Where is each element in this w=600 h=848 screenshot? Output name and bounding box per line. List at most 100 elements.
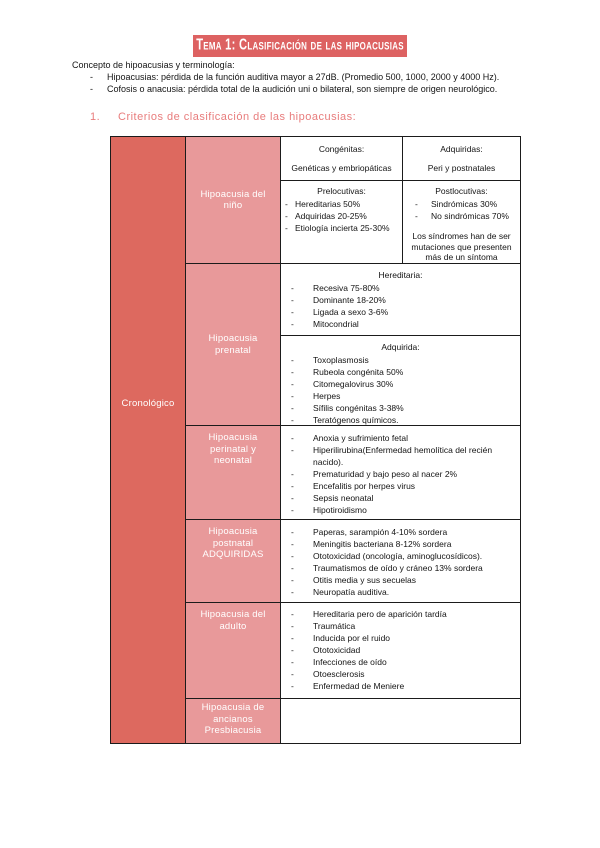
- list-item-text: Mitocondrial: [313, 319, 359, 329]
- bullet-dash: -: [291, 669, 294, 679]
- list-item-text: Otoesclerosis: [313, 669, 365, 679]
- list-item: -No sindrómicas 70%: [403, 210, 520, 222]
- header-cell-congenitas: Congénitas: Genéticas y embriopáticas: [281, 137, 403, 181]
- list-item-text: Anoxia y sufrimiento fetal: [313, 433, 408, 443]
- classification-table: Cronológico Hipoacusia del niño Hipoacus…: [110, 136, 521, 744]
- prelocutivas-title: Prelocutivas:: [317, 186, 366, 196]
- list-item: -Adquiridas 20-25%: [281, 210, 402, 222]
- bullet-dash: -: [291, 657, 294, 667]
- list-item-text: Dominante 18-20%: [313, 295, 386, 305]
- list-item-text: Prematuridad y bajo peso al nacer 2%: [313, 469, 458, 479]
- bullet-dash: -: [285, 199, 288, 209]
- list-item: - Otitis media y sus secuelas: [281, 574, 520, 586]
- list-item: -Ligada a sexo 3-6%: [281, 306, 520, 318]
- cell-postnatal: -Paperas, sarampión 4-10% sordera -Menin…: [281, 520, 521, 603]
- bullet-dash: -: [291, 493, 294, 503]
- bullet-dash: -: [415, 199, 418, 209]
- list-item-text: Infecciones de oído: [313, 657, 387, 667]
- bullet-dash: -: [291, 563, 294, 573]
- cell-prenatal-adquirida: Adquirida: -Toxoplasmosis - Rubeola congé…: [281, 336, 521, 426]
- bullet-dash: -: [291, 633, 294, 643]
- row-label-hipoacusia-postnatal: Hipoacusia postnatal ADQUIRIDAS: [186, 520, 281, 603]
- list-item: - Hereditaria pero de aparición tardía: [281, 608, 520, 620]
- list-item-text: Hereditaria pero de aparición tardía: [313, 609, 447, 619]
- header-adquiridas-title: Adquiridas:: [440, 144, 483, 154]
- list-item-text: Inducida por el ruido: [313, 633, 391, 643]
- bullet-dash: -: [291, 587, 294, 597]
- list-item: -Sífilis congénitas 3-38%: [281, 402, 520, 414]
- list-item: - Otoesclerosis: [281, 668, 520, 680]
- page-title: Tema 1: Clasificación de las hipoacusias: [196, 36, 404, 54]
- bullet-dash: -: [291, 645, 294, 655]
- bullet-dash: -: [291, 681, 294, 691]
- list-item: - Dominante 18-20%: [281, 294, 520, 306]
- list-item-text: Hipotiroidismo: [313, 505, 367, 515]
- list-item-text: Otitis media y sus secuelas: [313, 575, 416, 585]
- list-item: -Herpes: [281, 390, 520, 402]
- bullet-dash: -: [291, 433, 294, 443]
- bullet-dash: -: [291, 551, 294, 561]
- criterion-cell-cronologico: Cronológico: [111, 137, 186, 744]
- bullet-dash: -: [291, 367, 294, 377]
- list-item: -Enfermedad de Meniere: [281, 680, 520, 692]
- postlocutivas-title: Postlocutivas:: [435, 186, 488, 196]
- list-item: -Teratógenos químicos.: [281, 414, 520, 425]
- bullet-dash: -: [291, 295, 294, 305]
- bullet-dash: -: [291, 391, 294, 401]
- row-label-hipoacusia-perinatal: Hipoacusia perinatal y neonatal: [186, 426, 281, 520]
- section-number: 1.: [90, 111, 101, 123]
- cell-perinatal: -Anoxia y sufrimiento fetal -Hiperilirub…: [281, 426, 521, 520]
- page-title-banner: Tema 1: Clasificación de las hipoacusias: [193, 35, 407, 57]
- list-item: -Hereditarias 50%: [281, 198, 402, 210]
- list-item-text: Ototoxicidad: [313, 645, 361, 655]
- header-cell-adquiridas: Adquiridas: Peri y postnatales: [403, 137, 521, 181]
- bullet-dash: -: [285, 211, 288, 221]
- list-item-text: Traumática: [313, 621, 356, 631]
- list-item: -Toxoplasmosis: [281, 354, 520, 366]
- bullet-dash: -: [291, 283, 294, 293]
- list-item-text: Meningitis bacteriana 8-12% sordera: [313, 539, 452, 549]
- list-item-text: Adquiridas 20-25%: [295, 211, 367, 221]
- bullet-dash: -: [415, 211, 418, 221]
- list-item: -Meningitis bacteriana 8-12% sordera: [281, 538, 520, 550]
- cell-adulto: - Hereditaria pero de aparición tardía - T…: [281, 603, 521, 699]
- bullet-dash: -: [291, 505, 294, 515]
- section-title: Criterios de clasificación de las hipoac…: [118, 111, 357, 123]
- bullet-dash: -: [291, 355, 294, 365]
- row-label-hipoacusia-ancianos: Hipoacusia de ancianos Presbiacusia: [186, 699, 281, 744]
- list-item: - Mitocondrial: [281, 318, 520, 330]
- list-item-text: Sepsis neonatal: [313, 493, 374, 503]
- list-item-text: Hereditarias 50%: [295, 199, 361, 209]
- bullet-dash: -: [90, 84, 93, 94]
- bullet-dash: -: [291, 621, 294, 631]
- bullet-dash: -: [291, 379, 294, 389]
- list-item-text: Rubeola congénita 50%: [313, 367, 404, 377]
- section-heading: 1. Criterios de clasificación de las hip…: [90, 111, 356, 123]
- list-item: - Sepsis neonatal: [281, 492, 520, 504]
- list-item: - Inducida por el ruido: [281, 632, 520, 644]
- cell-prelocutivas: Prelocutivas: -Hereditarias 50% -Adquiri…: [281, 181, 403, 264]
- list-item: -Traumatismos de oído y cráneo 13% sorde…: [281, 562, 520, 574]
- list-item: - Ototoxicidad (oncología, aminoglucosídi…: [281, 550, 520, 562]
- bullet-dash: -: [291, 575, 294, 585]
- bullet-dash: -: [291, 319, 294, 329]
- list-item: - Hipotiroidismo: [281, 504, 520, 516]
- list-item: - Ototoxicidad: [281, 644, 520, 656]
- list-item-text: Citomegalovirus 30%: [313, 379, 394, 389]
- intro-bullet: - Cofosis o anacusia: pérdida total de l…: [72, 84, 534, 96]
- list-item: -Encefalitis por herpes virus: [281, 480, 520, 492]
- adquirida-title: Adquirida:: [381, 342, 420, 352]
- list-item-text: Etiología incierta 25-30%: [295, 223, 390, 233]
- list-item: - Infecciones de oído: [281, 656, 520, 668]
- bullet-dash: -: [291, 481, 294, 491]
- header-adquiridas-subtitle: Peri y postnatales: [427, 163, 496, 173]
- list-item: - Rubeola congénita 50%: [281, 366, 520, 378]
- bullet-dash: -: [291, 609, 294, 619]
- postlocutivas-note: Los síndromes han de ser mutaciones que …: [411, 231, 512, 262]
- row-label-hipoacusia-prenatal: Hipoacusia prenatal: [186, 264, 281, 426]
- list-item: -Hiperilirubina(Enfermedad hemolítica de…: [281, 444, 520, 468]
- list-item-text: Ototoxicidad (oncología, aminoglucosídic…: [313, 551, 483, 561]
- list-item-text: Recesiva 75-80%: [313, 283, 380, 293]
- list-item-text: Hiperilirubina(Enfermedad hemolítica del…: [313, 445, 493, 467]
- bullet-dash: -: [285, 223, 288, 233]
